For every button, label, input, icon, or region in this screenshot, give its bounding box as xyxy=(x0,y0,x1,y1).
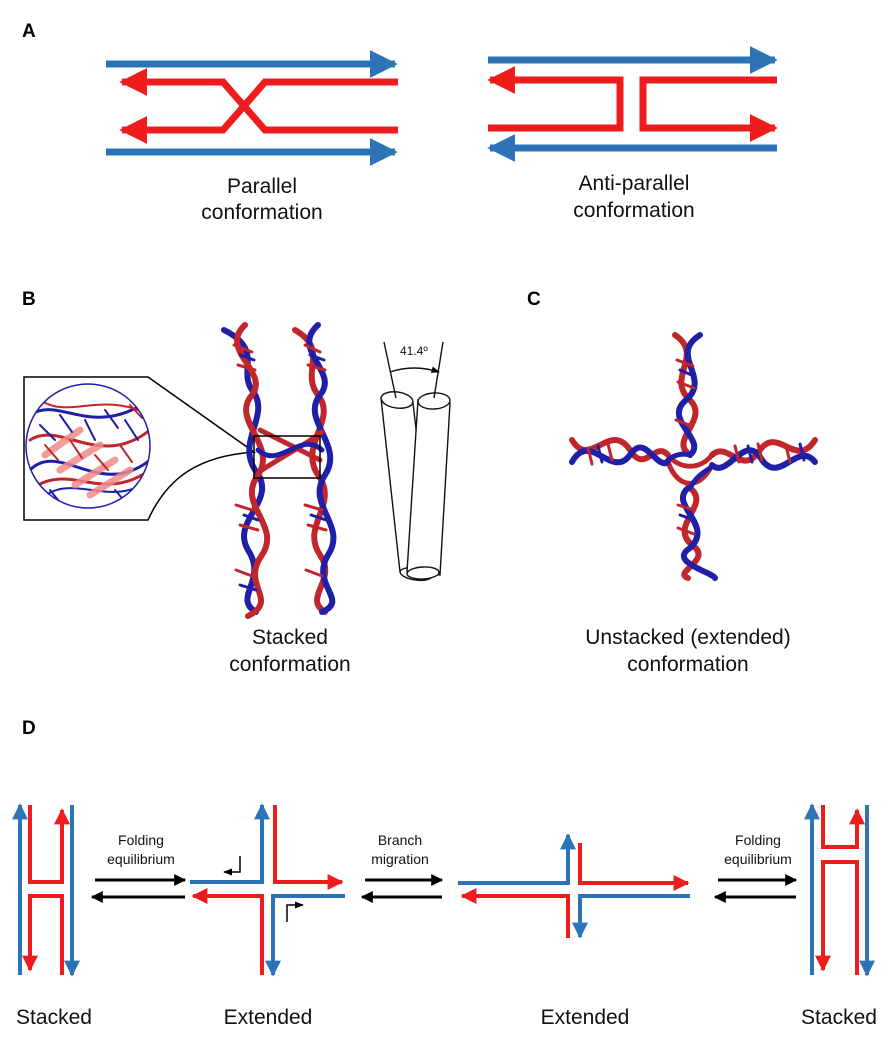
parallel-red-upper-strand xyxy=(119,68,398,134)
stacked-junction-box xyxy=(253,435,321,479)
d-transition1-line1: Folding xyxy=(118,832,164,848)
antiparallel-red-right-strand xyxy=(639,76,778,142)
cylinder-right-top xyxy=(417,392,451,410)
stacked-caption-line2: conformation xyxy=(229,653,350,676)
panel-d-letter: D xyxy=(22,718,36,739)
stacked-helix-structure xyxy=(221,322,337,619)
antiparallel-caption-line2: conformation xyxy=(573,199,694,222)
d-label-extended-2: Extended xyxy=(541,1006,630,1029)
cylinder-left-top xyxy=(380,391,414,409)
cylinder-left-axis xyxy=(383,341,397,399)
cylinder-right-bottom xyxy=(406,566,440,580)
d-label-stacked-right: Stacked xyxy=(801,1006,877,1029)
panel-b-letter: B xyxy=(22,289,36,310)
d-extended-cross-2-diagram xyxy=(458,833,690,939)
d-label-stacked-left: Stacked xyxy=(16,1006,92,1029)
zoom-callout xyxy=(23,376,257,521)
cylinder-right-axis xyxy=(433,341,444,399)
parallel-caption-line1: Parallel xyxy=(227,175,297,198)
angle-label: 41.4º xyxy=(400,344,428,358)
d-extended-cross-1-diagram xyxy=(190,803,345,977)
panel-a-letter: A xyxy=(22,21,36,42)
panel-c-letter: C xyxy=(527,289,541,310)
d-transition2-line2: migration xyxy=(371,851,429,867)
extended-caption-line1: Unstacked (extended) xyxy=(585,626,790,649)
antiparallel-red-left-strand xyxy=(487,66,624,132)
extended-caption-line2: conformation xyxy=(627,653,748,676)
d-transition1-line2: equilibrium xyxy=(107,851,175,867)
angle-arc xyxy=(389,366,440,373)
d-stacked-left-diagram xyxy=(12,803,80,977)
d-label-extended-1: Extended xyxy=(224,1006,313,1029)
zoom-circle xyxy=(25,383,151,509)
cylinder-schematic xyxy=(380,341,451,582)
d-transition3-line1: Folding xyxy=(735,832,781,848)
d-transition3-line2: equilibrium xyxy=(724,851,792,867)
stacked-caption-line1: Stacked xyxy=(252,626,328,649)
parallel-caption-line2: conformation xyxy=(201,201,322,224)
parallel-diagram xyxy=(106,50,398,166)
d-stacked-right-diagram xyxy=(804,803,875,977)
antiparallel-caption-line1: Anti-parallel xyxy=(579,172,690,195)
antiparallel-diagram xyxy=(487,46,778,162)
d-transition2-line1: Branch xyxy=(378,832,422,848)
extended-helix-structure xyxy=(569,332,818,581)
